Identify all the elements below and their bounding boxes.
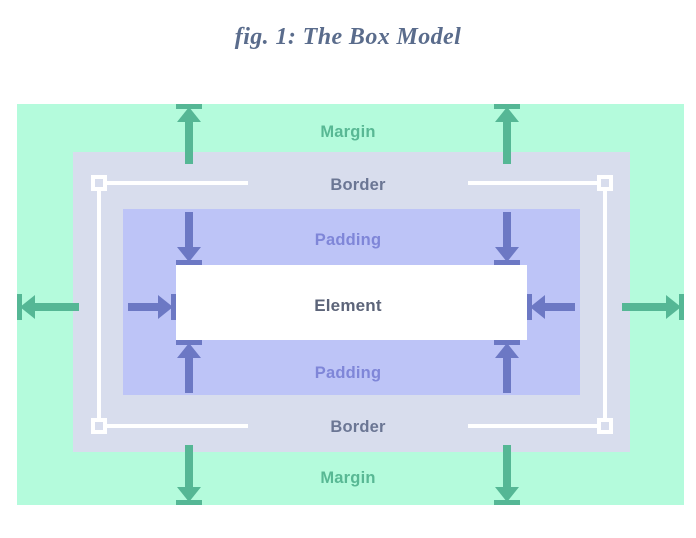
margin-arrow-up-right-icon (490, 104, 524, 164)
margin-arrow-down-right-icon (490, 445, 524, 505)
label-margin-top: Margin (320, 123, 376, 141)
padding-arrow-right-icon (128, 290, 176, 324)
margin-arrow-left-icon (17, 290, 79, 324)
label-border-top: Border (248, 176, 468, 195)
corner-handle-top-right[interactable] (597, 175, 613, 191)
margin-arrow-down-left-icon (172, 445, 206, 505)
element-box (176, 265, 527, 340)
label-padding-top: Padding (314, 231, 382, 249)
page-title: fig. 1: The Box Model (234, 24, 462, 50)
margin-arrow-right-icon (622, 290, 684, 324)
corner-handle-top-left[interactable] (91, 175, 107, 191)
label-border-bottom: Border (248, 418, 468, 437)
border-guide-left (97, 181, 101, 428)
padding-arrow-up-left-icon (172, 340, 206, 393)
label-element: Element (314, 296, 382, 315)
margin-arrow-up-left-icon (172, 104, 206, 164)
label-padding-bottom: Padding (314, 364, 382, 382)
padding-arrow-down-right-icon (490, 212, 524, 265)
padding-arrow-up-right-icon (490, 340, 524, 393)
padding-arrow-left-icon (527, 290, 575, 324)
label-margin-bottom: Margin (320, 469, 376, 487)
padding-arrow-down-left-icon (172, 212, 206, 265)
corner-handle-bottom-right[interactable] (597, 418, 613, 434)
corner-handle-bottom-left[interactable] (91, 418, 107, 434)
border-guide-right (603, 181, 607, 428)
